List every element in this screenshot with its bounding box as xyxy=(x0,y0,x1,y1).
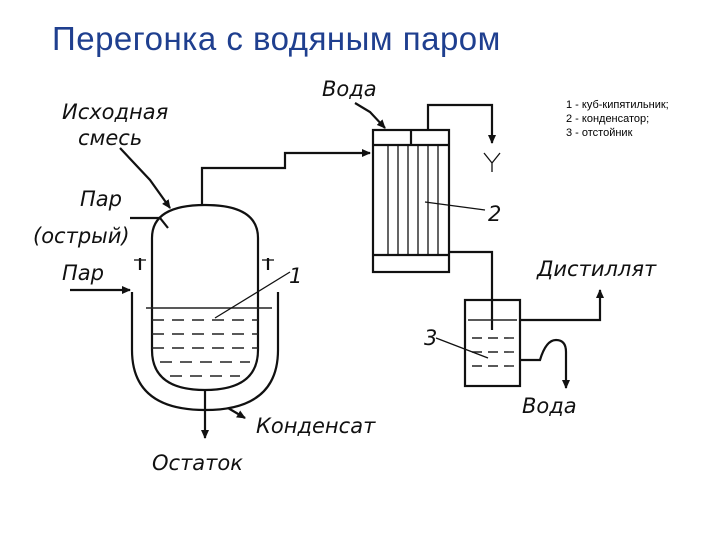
number-2: 2 xyxy=(488,202,501,226)
number-1: 1 xyxy=(289,264,302,288)
vapour-line xyxy=(200,149,371,205)
boiler-vessel xyxy=(130,203,280,412)
residue-label: Остаток xyxy=(152,451,243,475)
feed-pipe xyxy=(119,147,171,209)
slide-title: Перегонка с водяным паром xyxy=(52,20,501,57)
water-outlet-pipe xyxy=(426,103,496,144)
legend-item-boiler: 1 - куб-кипятильник; xyxy=(566,99,669,111)
water-in-label: Вода xyxy=(322,77,377,101)
condensate-label: Конденсат xyxy=(256,414,376,438)
live-steam-pipe xyxy=(130,216,169,229)
legend-item-settler: 3 - отстойник xyxy=(566,127,633,139)
water-out-label: Вода xyxy=(522,394,577,418)
steam-label: Пар xyxy=(62,261,104,285)
feed-label-line2: смесь xyxy=(78,126,142,150)
legend-item-condenser: 2 - конденсатор; xyxy=(566,113,650,125)
live-steam-label-line1: Пар xyxy=(80,187,122,211)
water-drain-pipe xyxy=(520,338,570,389)
distillate-pipe xyxy=(520,289,604,322)
legend: 1 - куб-кипятильник; 2 - конденсатор; 3 … xyxy=(566,98,669,140)
water-inlet-pipe xyxy=(354,102,386,129)
condenser xyxy=(371,128,451,274)
condensate-outlet xyxy=(227,407,246,419)
feed-label-line1: Исходная xyxy=(62,100,168,124)
live-steam-label-line2: (острый) xyxy=(33,224,130,248)
condensate-pipe xyxy=(449,250,494,290)
distillate-label: Дистиллят xyxy=(536,257,657,281)
number-3: 3 xyxy=(424,326,437,350)
settler xyxy=(463,290,522,388)
